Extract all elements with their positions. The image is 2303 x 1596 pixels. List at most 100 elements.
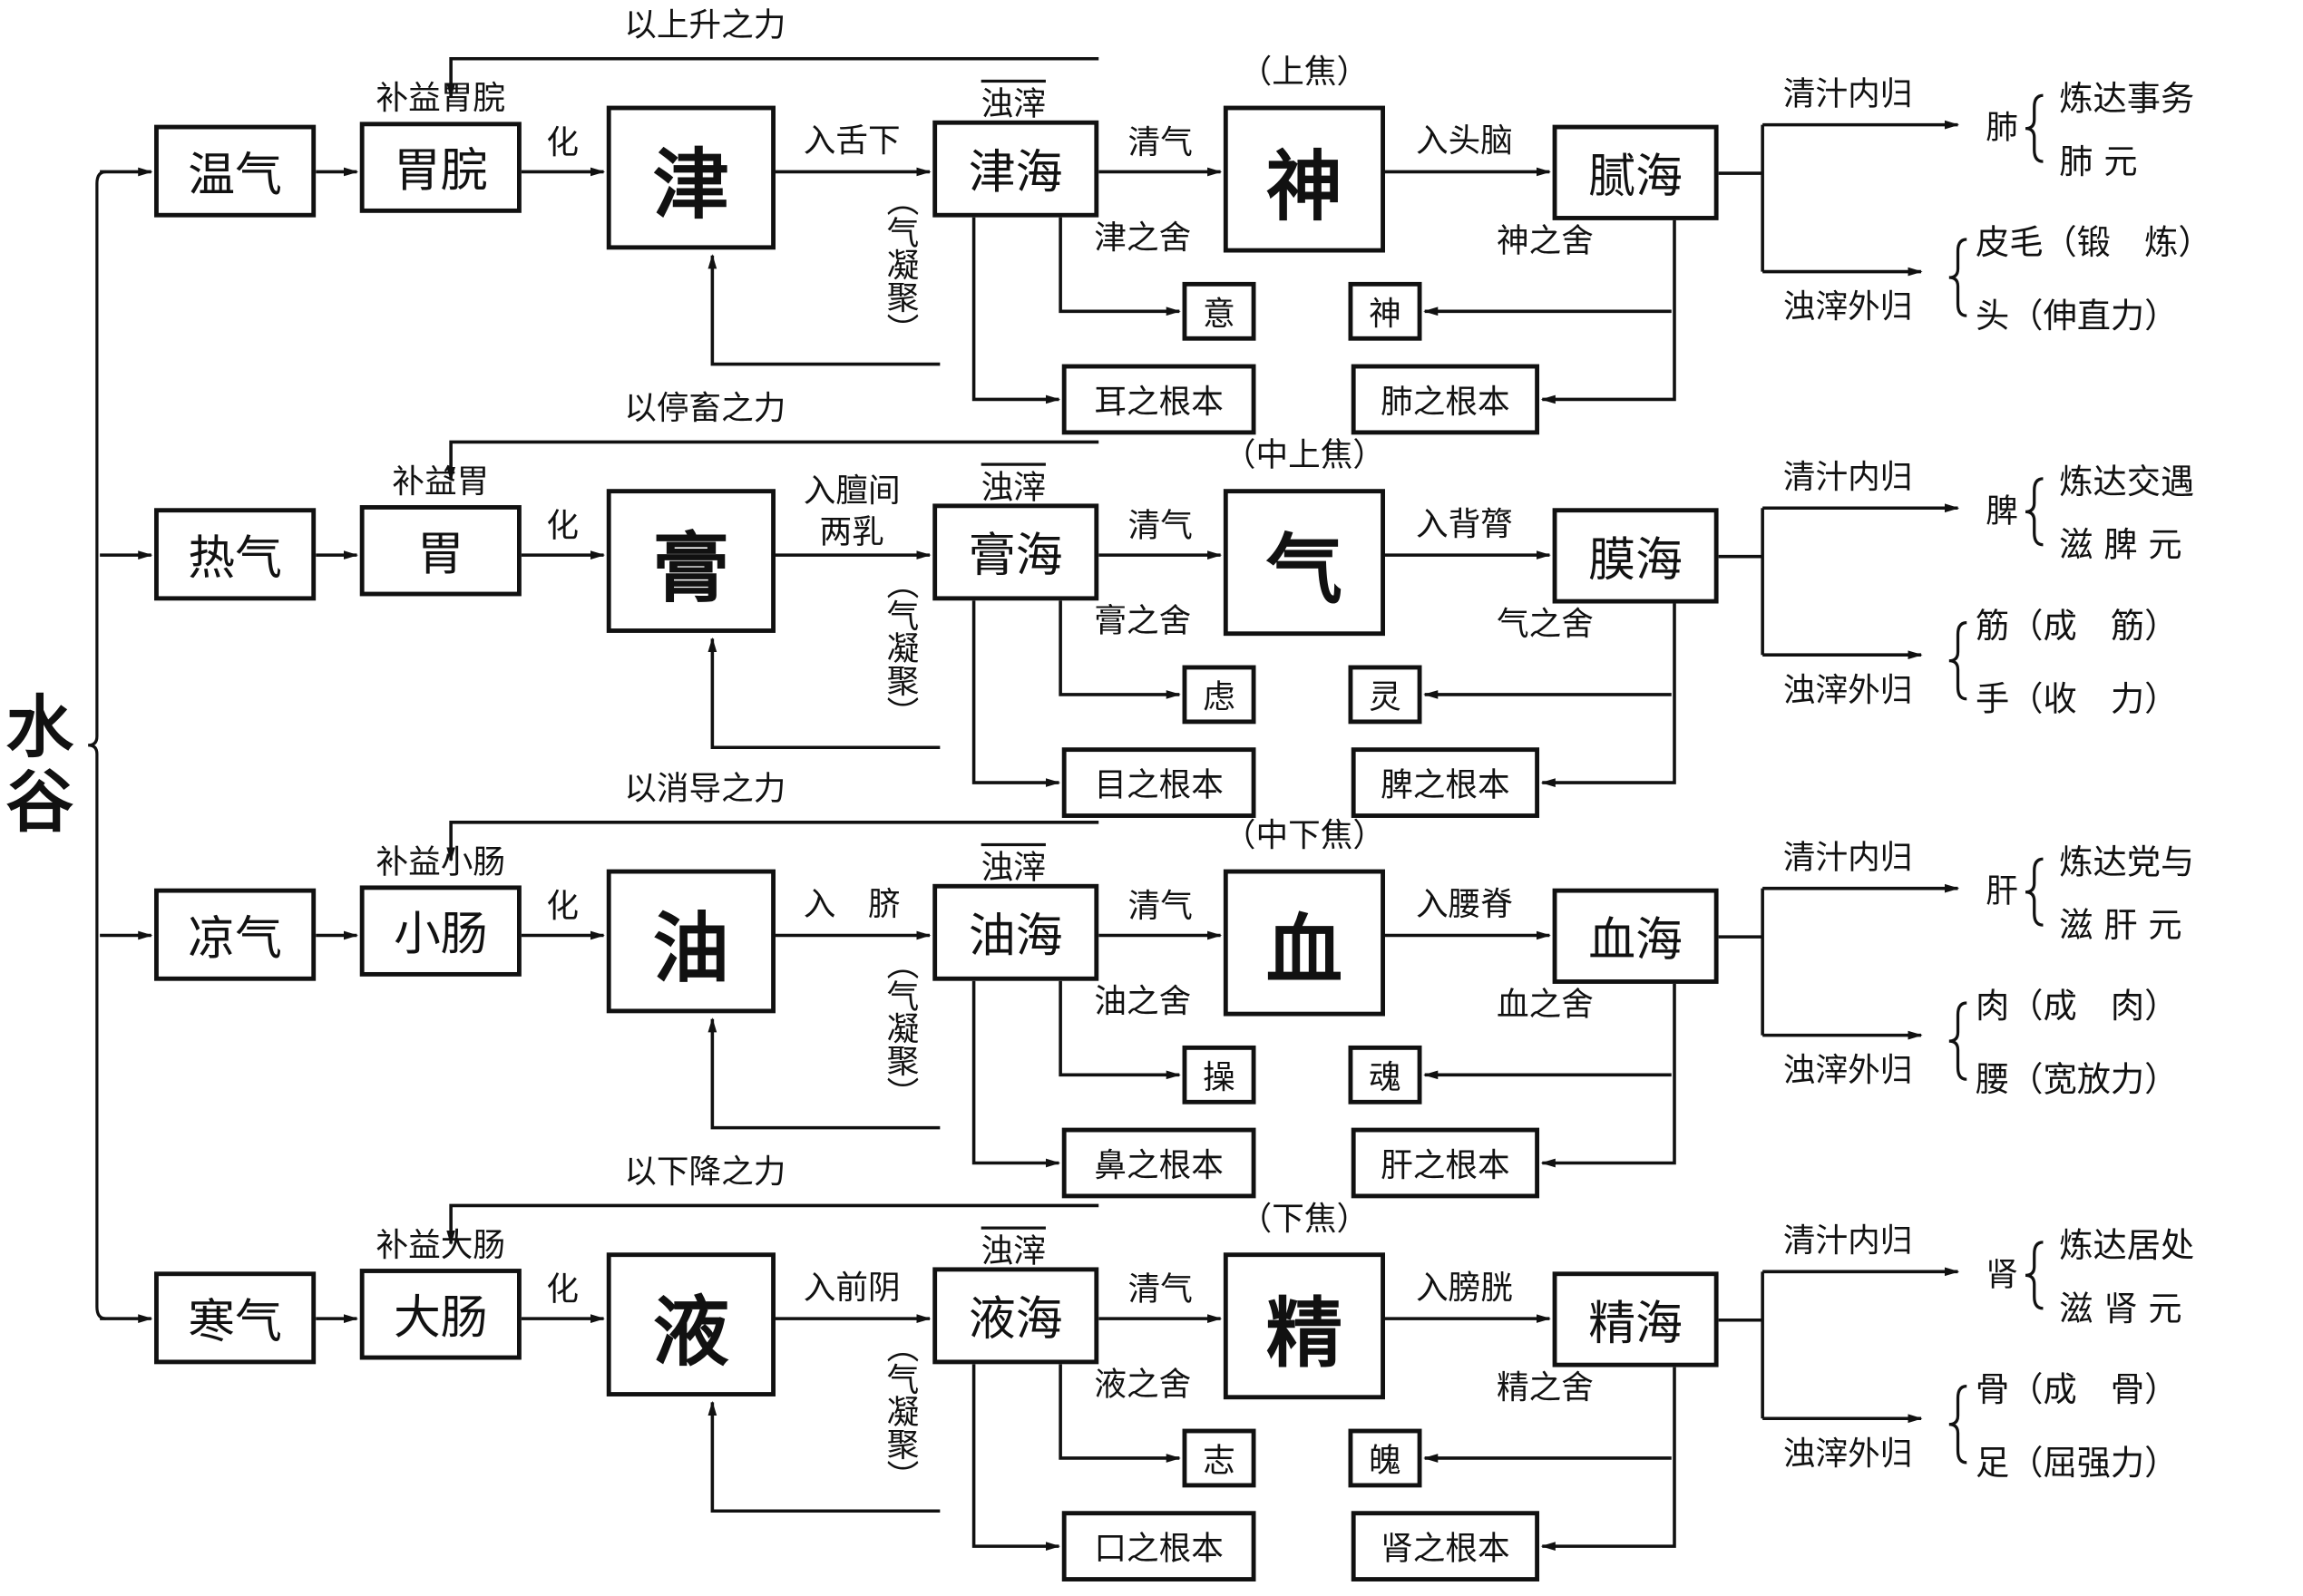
root2-box: 肾之根本	[1351, 1511, 1540, 1581]
jiao-label: （中上焦）	[1223, 437, 1386, 475]
condense-label: （气凝聚）	[881, 567, 918, 729]
essence-box: 精	[1223, 1252, 1385, 1400]
zang-line: 肺 元	[2059, 143, 2138, 182]
enter-label: 入前阴	[803, 1270, 901, 1308]
zang-line: 滋 脾 元	[2059, 527, 2182, 566]
condense-label: （气凝聚）	[881, 183, 918, 345]
arrow-top-force	[446, 56, 1099, 99]
body-line: 皮毛（锻 炼）	[1975, 224, 2212, 263]
zang-brace	[2025, 1241, 2044, 1310]
zang-line: 炼达事务	[2059, 81, 2195, 120]
sea2-box: 腻海	[1552, 124, 1719, 220]
zang-label: 肺	[1986, 110, 2018, 148]
root1-box: 耳之根本	[1061, 364, 1256, 435]
clear-return-label: 清汁内归	[1782, 460, 1913, 497]
dregs-label: 浊滓	[981, 1226, 1046, 1273]
mind-box: 虑	[1182, 665, 1256, 725]
lodge2-label: 神之舍	[1497, 223, 1594, 261]
tonify-label: 补益大肠	[376, 1228, 506, 1265]
zang-line: 炼达交遇	[2059, 463, 2195, 502]
arrow-top-force	[446, 821, 1099, 862]
enter2-label: 入背膂	[1415, 507, 1513, 544]
mind2-box: 神	[1348, 281, 1422, 341]
lodge1-label: 膏之舍	[1094, 603, 1192, 641]
root1-box: 目之根本	[1061, 747, 1256, 818]
root1-box: 口之根本	[1061, 1511, 1256, 1581]
jiao-label: （上焦）	[1239, 54, 1370, 92]
fluid-box: 液	[606, 1252, 776, 1396]
organ-box: 胃	[359, 505, 522, 597]
body-brace	[1948, 238, 1967, 317]
zang-brace	[2025, 857, 2044, 927]
sea-box: 液海	[932, 1267, 1099, 1365]
body-line: 腰（宽放力）	[1975, 1061, 2179, 1100]
arrow-to-root2	[1540, 1367, 1676, 1551]
zang-brace	[2025, 93, 2044, 163]
clear-return-label: 清汁内归	[1782, 840, 1913, 878]
essence-box: 气	[1223, 489, 1385, 637]
mind-box: 意	[1182, 281, 1256, 341]
sea2-box: 血海	[1552, 888, 1719, 984]
top-force-label: 以停畜之力	[624, 391, 786, 428]
arrow-to-root1	[971, 600, 1061, 787]
arrow-feedback	[707, 1400, 941, 1513]
tonify-label: 补益小肠	[376, 844, 506, 881]
zang-line: 滋 肝 元	[2059, 907, 2182, 946]
transform-label: 化	[546, 125, 580, 162]
mind2-box: 魄	[1348, 1428, 1422, 1488]
qi-box: 热气	[154, 508, 317, 601]
clear-qi-label: 清气	[1127, 889, 1193, 926]
turbid-return-label: 浊滓外归	[1782, 1436, 1913, 1474]
zang-line: 炼达居处	[2059, 1227, 2195, 1266]
top-force-label: 以消导之力	[624, 771, 786, 809]
lodge2-label: 精之舍	[1497, 1370, 1594, 1407]
arrow-feedback	[707, 637, 941, 750]
clear-qi-label: 清气	[1127, 125, 1193, 162]
arrow-to-mind	[1059, 980, 1181, 1080]
arrow-to-root2	[1540, 603, 1676, 787]
arrow-to-root1	[971, 1364, 1061, 1551]
sea-box: 津海	[932, 120, 1099, 218]
arrow-to-root2	[1540, 983, 1676, 1168]
body-line: 头（伸直力）	[1975, 297, 2179, 336]
body-line: 骨（成 骨）	[1975, 1371, 2179, 1410]
lodge1-label: 液之舍	[1094, 1367, 1192, 1405]
body-brace	[1948, 1001, 1967, 1081]
arrow-to-root1	[971, 980, 1061, 1168]
condense-label: （气凝聚）	[881, 947, 918, 1109]
dregs-label: 浊滓	[981, 79, 1046, 126]
body-brace	[1948, 1384, 1967, 1465]
fluid-box: 油	[606, 869, 776, 1014]
sea2-box: 精海	[1552, 1271, 1719, 1367]
top-force-label: 以下降之力	[624, 1154, 786, 1192]
diagram-title: 水谷	[5, 686, 73, 842]
mind-box: 志	[1182, 1428, 1256, 1488]
condense-label: （气凝聚）	[881, 1330, 918, 1493]
arrow-top-force	[446, 440, 1099, 482]
enter2-label: 入膀胱	[1415, 1270, 1513, 1308]
enter-label: 入 脐	[803, 887, 901, 924]
sea2-box: 膜海	[1552, 508, 1719, 604]
top-force-label: 以上升之力	[624, 7, 786, 44]
organ-box: 小肠	[359, 885, 522, 977]
turbid-return-label: 浊滓外归	[1782, 1053, 1913, 1090]
clear-qi-label: 清气	[1127, 1271, 1193, 1309]
organ-box: 大肠	[359, 1269, 522, 1360]
body-line: 肉（成 肉）	[1975, 988, 2179, 1027]
lodge1-label: 油之舍	[1094, 984, 1192, 1021]
clear-return-label: 清汁内归	[1782, 76, 1913, 114]
root2-box: 肺之根本	[1351, 364, 1540, 435]
mind2-box: 魂	[1348, 1045, 1422, 1105]
body-brace	[1948, 620, 1967, 701]
jiao-label: （中下焦）	[1223, 818, 1386, 855]
qi-box: 温气	[154, 124, 317, 218]
tonify-label: 补益胃	[392, 464, 490, 501]
lodge2-label: 血之舍	[1497, 987, 1594, 1025]
dregs-label: 浊滓	[981, 462, 1046, 509]
essence-box: 神	[1223, 105, 1385, 253]
body-line: 筋（成 筋）	[1975, 608, 2179, 647]
qi-box: 凉气	[154, 888, 317, 981]
root1-box: 鼻之根本	[1061, 1127, 1256, 1199]
tonify-label: 补益胃脘	[376, 81, 506, 118]
